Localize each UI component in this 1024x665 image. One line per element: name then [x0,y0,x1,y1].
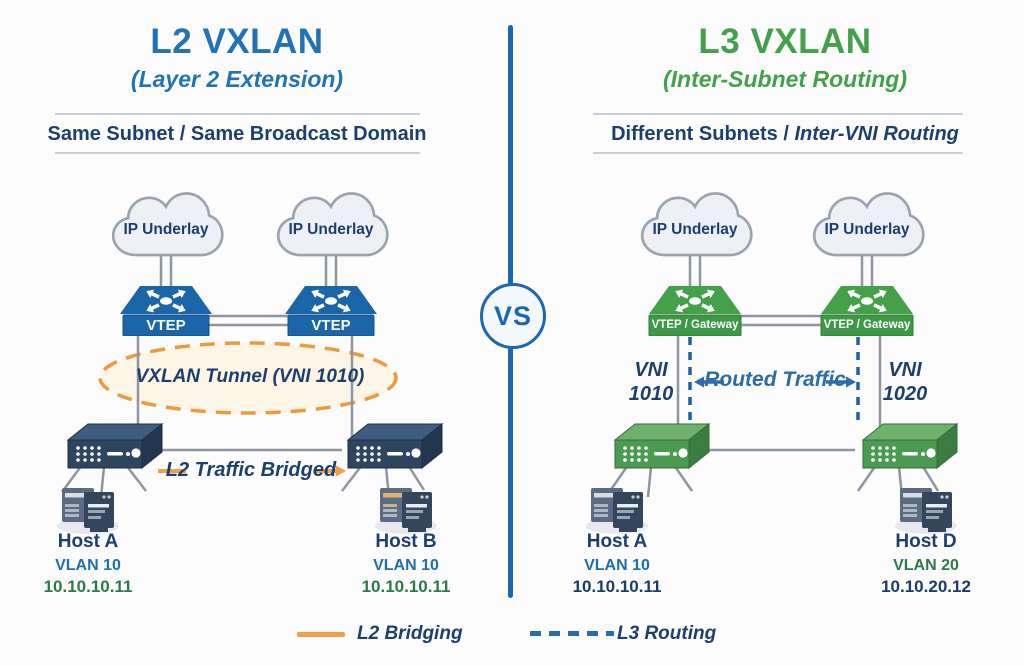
host-server-icon [375,488,437,534]
vtep-gateway-icon: VTEP / Gateway [645,284,745,337]
host-ip: 10.10.10.11 [572,576,662,596]
left-cloud2-label: IP Underlay [288,221,374,238]
host-ip: 10.10.10.11 [43,576,133,596]
right-desc-bold: Inter-VNI Routing [794,123,959,145]
right-switch-legs [608,464,940,498]
left-vtep-vtep-link [205,314,290,327]
right-vtep-vtep-link [740,314,822,327]
right-panel-subtitle: (Inter-Subnet Routing) [662,66,908,92]
vtep-label: VTEP [146,317,186,334]
right-rule-bottom [593,152,963,154]
vtep-switch-icon: VTEP [281,284,381,337]
left-panel-subtitle: (Layer 2 Extension) [130,66,344,92]
host-vlan: VLAN 20 [893,556,959,574]
host-vlan: VLAN 10 [584,556,650,574]
vtep-gateway-label: VTEP / Gateway [823,319,911,331]
host-name: Host A [586,531,648,552]
vni-1010-label: VNI 1010 [628,359,674,406]
host-ip: 10.10.10.11 [361,576,451,596]
right-vtep-switch-links [676,330,882,440]
cloud-icon [812,192,925,257]
vtep-label: VTEP [311,317,351,334]
right-cloud1-label: IP Underlay [652,221,738,238]
l2-switch-icon [346,422,444,470]
routed-traffic-label: Routed Traffic [704,368,846,391]
left-cloud1-label: IP Underlay [123,221,209,238]
l3-switch-icon [613,422,711,470]
l2-bridged-arrow [158,465,346,477]
cloud-icon [111,192,224,257]
host-server-icon [57,488,119,534]
host-label-block: Host B VLAN 10 10.10.10.11 [362,531,451,597]
l2-switch-icon [66,422,164,470]
legend-l2-label: L2 Bridging [357,623,463,644]
host-vlan: VLAN 10 [373,556,439,574]
left-panel-title: L2 VXLAN [150,22,324,61]
legend-l3-label: L3 Routing [617,623,717,644]
vs-label: VS [493,300,533,331]
left-panel-description: Same Subnet / Same Broadcast Domain [47,123,427,145]
host-label-block: Host A VLAN 10 10.10.10.11 [44,531,133,597]
host-label-block: Host A VLAN 10 10.10.10.11 [573,531,662,597]
left-rule-bottom [55,152,420,154]
right-panel-description: Different Subnets / Inter-VNI Routing [611,123,959,146]
vtep-gateway-icon: VTEP / Gateway [817,284,917,337]
legend-l2-line [297,632,345,637]
host-name: Host A [57,531,119,552]
left-vtep-switch-links [136,330,354,440]
right-rule-top [593,113,963,115]
vtep-switch-icon: VTEP [116,284,216,337]
left-rule-top [55,113,420,115]
right-cloud2-label: IP Underlay [824,221,910,238]
host-label-block: Host D VLAN 20 10.10.20.12 [881,531,971,597]
host-ip: 10.10.20.12 [881,576,971,596]
host-server-icon [586,488,648,534]
cloud-icon [276,192,389,257]
l2-traffic-bridged-label: L2 Traffic Bridged [165,459,337,481]
vni-1020-label: VNI 1020 [882,359,928,406]
vxlan-tunnel-label: VXLAN Tunnel (VNI 1010) [135,366,365,387]
host-name: Host D [895,531,957,552]
right-panel-title: L3 VXLAN [698,22,872,61]
legend-l3-line [530,631,614,636]
host-vlan: VLAN 10 [55,556,121,574]
routed-traffic-arrows [694,376,856,388]
l3-switch-icon [861,422,959,470]
vs-badge: VS [480,283,546,349]
vxlan-tunnel-ellipse [98,341,398,415]
host-name: Host B [375,531,437,552]
vtep-gateway-label: VTEP / Gateway [651,319,739,331]
host-server-icon [895,488,957,534]
cloud-icon [640,192,753,257]
right-desc-regular: Different Subnets / [611,123,795,145]
